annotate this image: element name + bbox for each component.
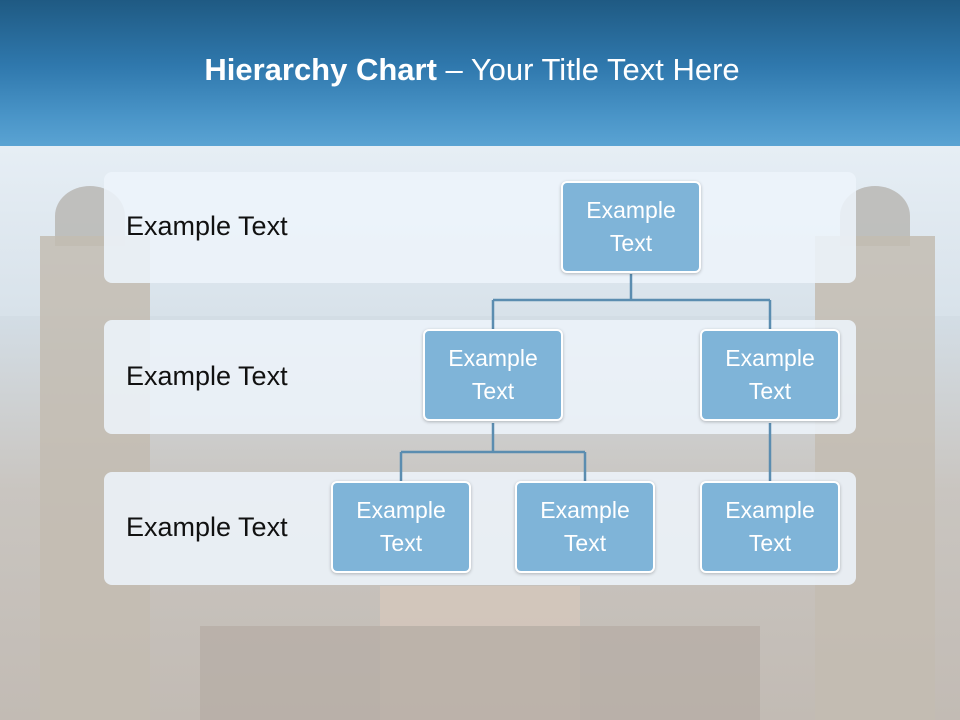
node-level2-left[interactable]: Example Text bbox=[423, 329, 563, 421]
row-label-1[interactable]: Example Text bbox=[126, 211, 288, 241]
node-level2-right-text: Example Text bbox=[725, 345, 815, 404]
node-level3-a-text: Example Text bbox=[356, 497, 446, 556]
row-band-1 bbox=[104, 172, 856, 283]
node-level3-c[interactable]: Example Text bbox=[700, 481, 840, 573]
title-bar: Hierarchy Chart – Your Title Text Here bbox=[0, 0, 960, 146]
slide-title-rest: – Your Title Text Here bbox=[436, 52, 740, 87]
slide-title[interactable]: Hierarchy Chart – Your Title Text Here bbox=[0, 52, 944, 88]
node-root-text: Example Text bbox=[586, 197, 676, 256]
roof bbox=[200, 626, 760, 720]
row-label-2[interactable]: Example Text bbox=[126, 361, 288, 391]
node-level3-c-text: Example Text bbox=[725, 497, 815, 556]
node-level2-right[interactable]: Example Text bbox=[700, 329, 840, 421]
slide-title-bold: Hierarchy Chart bbox=[204, 52, 437, 87]
node-level3-b[interactable]: Example Text bbox=[515, 481, 655, 573]
node-level3-b-text: Example Text bbox=[540, 497, 630, 556]
row-label-3[interactable]: Example Text bbox=[126, 512, 288, 542]
node-level3-a[interactable]: Example Text bbox=[331, 481, 471, 573]
node-root[interactable]: Example Text bbox=[561, 181, 701, 273]
node-level2-left-text: Example Text bbox=[448, 345, 538, 404]
